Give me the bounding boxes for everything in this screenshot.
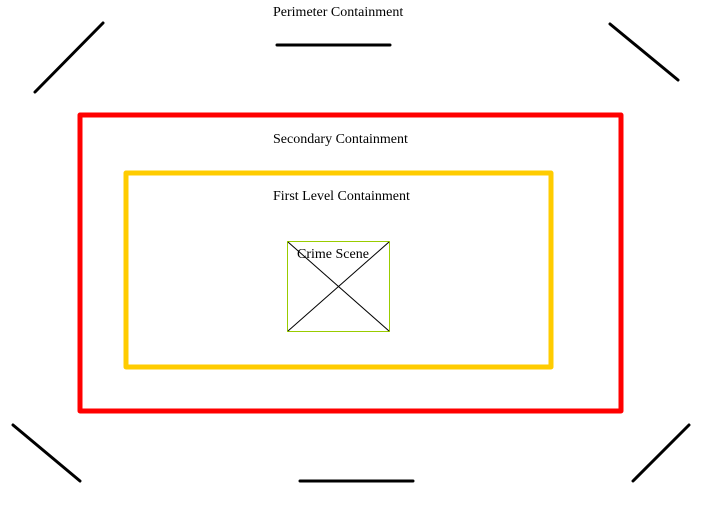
perimeter-line-top-right [608, 22, 680, 82]
perimeter-line-bottom-right [631, 423, 691, 483]
perimeter-line-top-left [33, 21, 105, 94]
crime-scene-box [287, 241, 390, 332]
secondary-containment-border [77, 112, 624, 414]
perimeter-containment-label: Perimeter Containment [273, 5, 404, 20]
secondary-containment-label: Secondary Containment [273, 132, 408, 147]
crime-scene-cross-line-2 [287, 241, 390, 332]
perimeter-line-bottom-left [11, 423, 82, 483]
crime-scene-marker [287, 241, 390, 332]
perimeter-lines [11, 21, 691, 483]
first-level-containment-label: First Level Containment [273, 189, 410, 204]
crime-scene-label: Crime Scene [297, 247, 369, 262]
first-level-containment-border [123, 170, 554, 370]
